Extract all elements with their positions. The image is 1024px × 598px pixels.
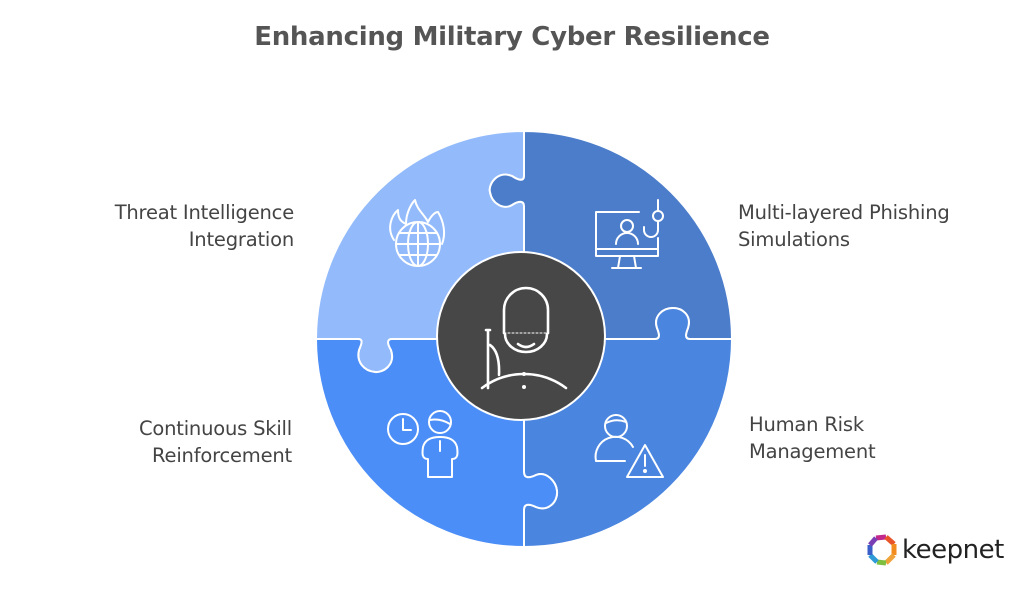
royal-guard-icon [480,286,568,390]
keepnet-logo: keepnet [866,534,1004,566]
label-line: Threat Intelligence [114,201,295,224]
label-skill-reinforcement: Continuous Skill Reinforcement [139,415,292,469]
label-threat-intelligence: Threat Intelligence Integration [114,199,295,253]
label-line: Reinforcement [152,444,292,467]
keepnet-logo-icon [867,534,897,566]
person-warning-icon [594,414,664,478]
label-line: Continuous Skill [138,417,292,440]
clock-person-icon [387,410,459,478]
phishing-monitor-icon [595,199,664,269]
label-line: Integration [188,228,294,251]
label-line: Human Risk [749,413,864,436]
label-line: Multi-layered Phishing [738,201,950,224]
label-line: Management [749,440,876,463]
label-line: Simulations [738,228,850,251]
center-circle [436,251,606,421]
label-phishing-simulations: Multi-layered Phishing Simulations [738,199,950,253]
page-title: Enhancing Military Cyber Resilience [254,22,770,52]
keepnet-logo-text: keepnet [902,535,1004,565]
globe-fire-icon [389,199,446,267]
label-human-risk: Human Risk Management [749,411,876,465]
